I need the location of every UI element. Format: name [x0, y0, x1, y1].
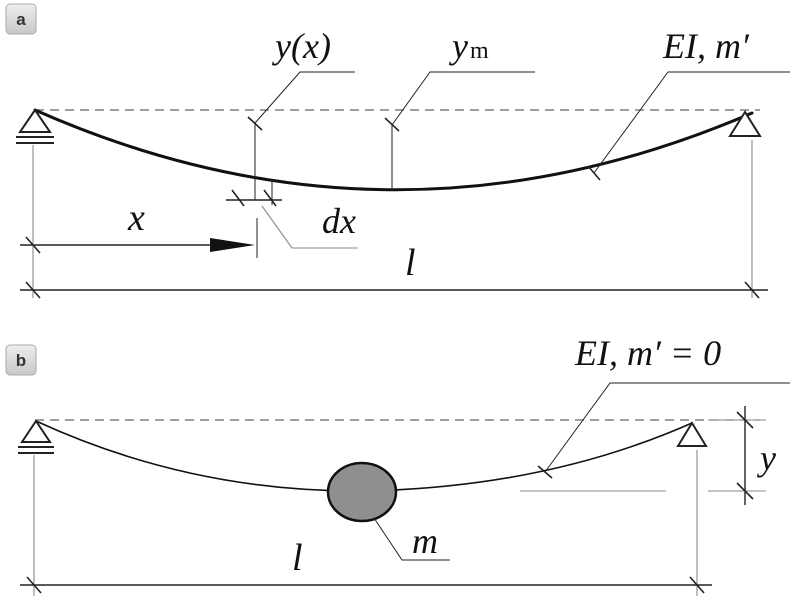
beam-right-segment-b — [361, 422, 693, 492]
label-x: x — [127, 197, 145, 239]
right-support-a — [728, 110, 762, 137]
left-support-a — [16, 108, 54, 144]
dx-dimension — [226, 180, 358, 249]
label-props-a: EI, m′ — [662, 26, 750, 66]
leader-props-b — [544, 382, 790, 473]
panel-a-badge: a — [5, 3, 37, 35]
leader-yx — [254, 71, 355, 124]
label-dx: dx — [322, 201, 356, 241]
leader-ym — [391, 71, 535, 126]
label-props-b: EI, m′ = 0 — [574, 333, 721, 373]
lumped-mass — [326, 461, 398, 523]
label-length-a: l — [405, 242, 416, 284]
x-coordinate-arrow — [20, 218, 258, 258]
deflected-beam-a — [33, 108, 754, 192]
span-dimension-b — [20, 576, 712, 594]
panel-b-badge-text: b — [16, 351, 26, 370]
label-max-base: y — [449, 26, 468, 66]
leader-mass — [373, 517, 450, 561]
beam-left-segment-b — [35, 420, 363, 492]
panel-a: a y(x) ym EI, m′ — [5, 3, 790, 299]
panel-a-badge-text: a — [16, 10, 26, 29]
label-deflection: y(x) — [272, 26, 331, 66]
label-mass: m — [412, 521, 438, 561]
span-dimension-a — [20, 281, 768, 299]
label-max-sub: m — [470, 38, 489, 64]
label-y: y — [757, 438, 776, 478]
label-length-b: l — [292, 537, 303, 579]
label-max-deflection: ym — [449, 26, 489, 66]
tick-yx — [247, 116, 263, 131]
leader-props-a — [593, 71, 790, 174]
right-support-b — [676, 421, 708, 447]
left-support-b — [18, 419, 54, 454]
deflection-dimension-b — [520, 406, 766, 505]
panel-b-badge: b — [5, 344, 37, 376]
panel-b: b m EI, m′ = 0 — [5, 333, 790, 596]
